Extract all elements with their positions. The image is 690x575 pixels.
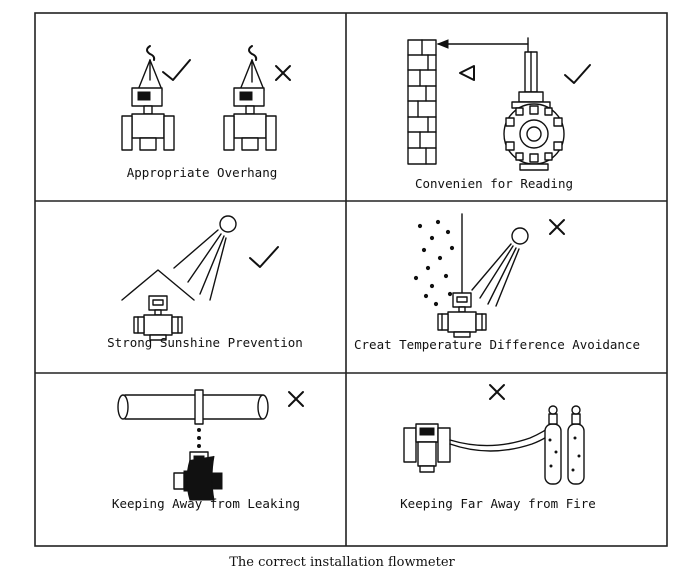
steam-dots <box>413 219 455 319</box>
brick-wall <box>407 39 437 165</box>
flowmeter-flange <box>503 51 565 171</box>
gas-cylinder-2 <box>567 405 585 485</box>
panel-caption: Convenien for Reading <box>415 176 573 191</box>
cross-icon <box>275 65 291 81</box>
sun-icon <box>219 215 237 233</box>
gas-cylinder-1 <box>544 405 562 485</box>
flowmeter-icon <box>437 292 487 338</box>
panel-caption: Keeping Away from Leaking <box>112 496 300 511</box>
panel-keeping-away-from-leaking: Keeping Away from Leaking <box>112 389 304 511</box>
panel-caption: Creat Temperature Difference Avoidance <box>354 337 640 352</box>
sunshade-roof <box>121 269 195 301</box>
check-icon <box>162 59 191 81</box>
panel-caption: Strong Sunshine Prevention <box>107 335 303 350</box>
flowmeter-incorrect <box>223 45 277 151</box>
gas-hose <box>449 423 559 452</box>
cross-icon <box>489 384 505 400</box>
panel-convenient-for-reading: Convenien for Reading <box>407 37 591 191</box>
flowmeter-side <box>403 423 451 473</box>
flowmeter-correct <box>121 45 175 151</box>
cross-icon <box>549 219 565 235</box>
panel-appropriate-overhang: Appropriate Overhang <box>121 45 291 180</box>
sun-icon <box>511 227 529 245</box>
check-icon <box>249 246 279 268</box>
panel-temperature-difference-avoidance: Creat Temperature Difference Avoidance <box>354 213 640 352</box>
outer-frame <box>34 12 668 547</box>
cross-icon <box>288 391 304 407</box>
panel-strong-sunshine-prevention: Strong Sunshine Prevention <box>107 215 303 350</box>
distance-arrow <box>436 37 529 53</box>
panel-caption: Appropriate Overhang <box>127 165 278 180</box>
flowmeter-icon <box>133 295 183 341</box>
flowmeter-wet <box>173 451 223 501</box>
sun-rays <box>173 229 227 301</box>
horizontal-pipe <box>117 389 269 425</box>
check-icon <box>564 64 591 84</box>
panel-keeping-far-away-from-fire: Keeping Far Away from Fire <box>400 384 596 511</box>
figure-caption: The correct installation flowmeter <box>229 555 455 570</box>
sun-rays <box>471 243 520 307</box>
eye-icon <box>459 65 475 81</box>
panel-caption: Keeping Far Away from Fire <box>400 496 596 511</box>
cylinder-speckle <box>548 436 581 472</box>
leak-drops <box>197 428 201 448</box>
